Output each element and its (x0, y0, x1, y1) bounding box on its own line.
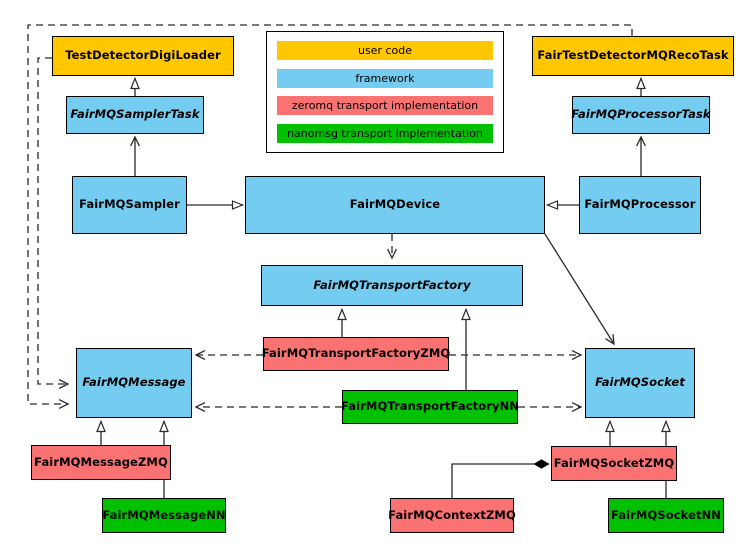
class-node-fairmqprocessor[interactable]: FairMQProcessor (579, 176, 701, 234)
class-node-fairmqmessagezmq[interactable]: FairMQMessageZMQ (31, 445, 171, 480)
class-node-label: FairMQProcessorTask (571, 107, 711, 122)
class-node-fairmqsamplertask[interactable]: FairMQSamplerTask (66, 96, 204, 134)
legend: user code framework zeromq transport imp… (266, 31, 504, 153)
legend-item-nanomsg: nanomsg transport implementation (277, 123, 493, 143)
class-node-label: FairMQSocketZMQ (553, 455, 675, 470)
class-node-fairmqdevice[interactable]: FairMQDevice (245, 176, 545, 234)
edge-contextzmq-to-socketzmq (451, 459, 550, 498)
class-node-fairmqtransportfactoryzmq[interactable]: FairMQTransportFactoryZMQ (261, 337, 451, 371)
class-node-label: FairMQSocket (595, 375, 685, 390)
class-node-label: FairTestDetectorMQRecoTask (537, 48, 729, 63)
class-node-label: FairMQDevice (349, 197, 441, 212)
class-node-label: FairMQTransportFactory (313, 277, 471, 292)
class-node-fairmqmessagenn[interactable]: FairMQMessageNN (102, 498, 226, 533)
class-node-label: FairMQTransportFactoryNN (340, 399, 520, 414)
legend-item-zeromq: zeromq transport implementation (277, 96, 493, 116)
edge-digiloader-to-message (37, 57, 70, 389)
legend-item-framework: framework (277, 68, 493, 88)
class-node-label: TestDetectorDigiLoader (65, 48, 221, 63)
class-node-fairmqtransportfactorynn[interactable]: FairMQTransportFactoryNN (340, 390, 520, 424)
class-node-fairtestdetectormqrecotask[interactable]: FairTestDetectorMQRecoTask (532, 36, 734, 76)
class-node-fairmqmessage[interactable]: FairMQMessage (76, 348, 192, 418)
class-node-fairmqtransportfactory[interactable]: FairMQTransportFactory (261, 265, 523, 306)
class-node-fairmqprocessortask[interactable]: FairMQProcessorTask (571, 96, 711, 134)
class-node-label: FairMQSocketNN (610, 507, 722, 522)
class-node-label: FairMQMessageZMQ (34, 454, 168, 469)
legend-item-user-code: user code (277, 41, 493, 60)
class-node-label: FairMQSampler (79, 197, 180, 212)
class-node-label: FairMQTransportFactoryZMQ (261, 346, 451, 361)
class-node-fairmqcontextzmq[interactable]: FairMQContextZMQ (388, 498, 516, 533)
class-node-label: FairMQMessage (82, 375, 186, 390)
class-node-label: FairMQMessageNN (102, 507, 226, 522)
legend-label: framework (355, 71, 415, 85)
class-node-label: FairMQContextZMQ (388, 507, 516, 522)
class-node-fairmqsocket[interactable]: FairMQSocket (585, 348, 695, 418)
class-node-fairmqsampler[interactable]: FairMQSampler (72, 176, 187, 234)
legend-label: zeromq transport implementation (291, 99, 479, 113)
class-node-label: FairMQSamplerTask (70, 107, 200, 122)
class-node-testdetectordigiloader[interactable]: TestDetectorDigiLoader (52, 36, 234, 76)
edge-device-to-socket (544, 233, 615, 346)
class-node-label: FairMQProcessor (584, 197, 696, 212)
class-node-fairmqsocketnn[interactable]: FairMQSocketNN (608, 498, 724, 533)
legend-label: user code (357, 44, 413, 57)
legend-label: nanomsg transport implementation (287, 126, 483, 140)
class-node-fairmqsocketzmq[interactable]: FairMQSocketZMQ (551, 446, 677, 481)
